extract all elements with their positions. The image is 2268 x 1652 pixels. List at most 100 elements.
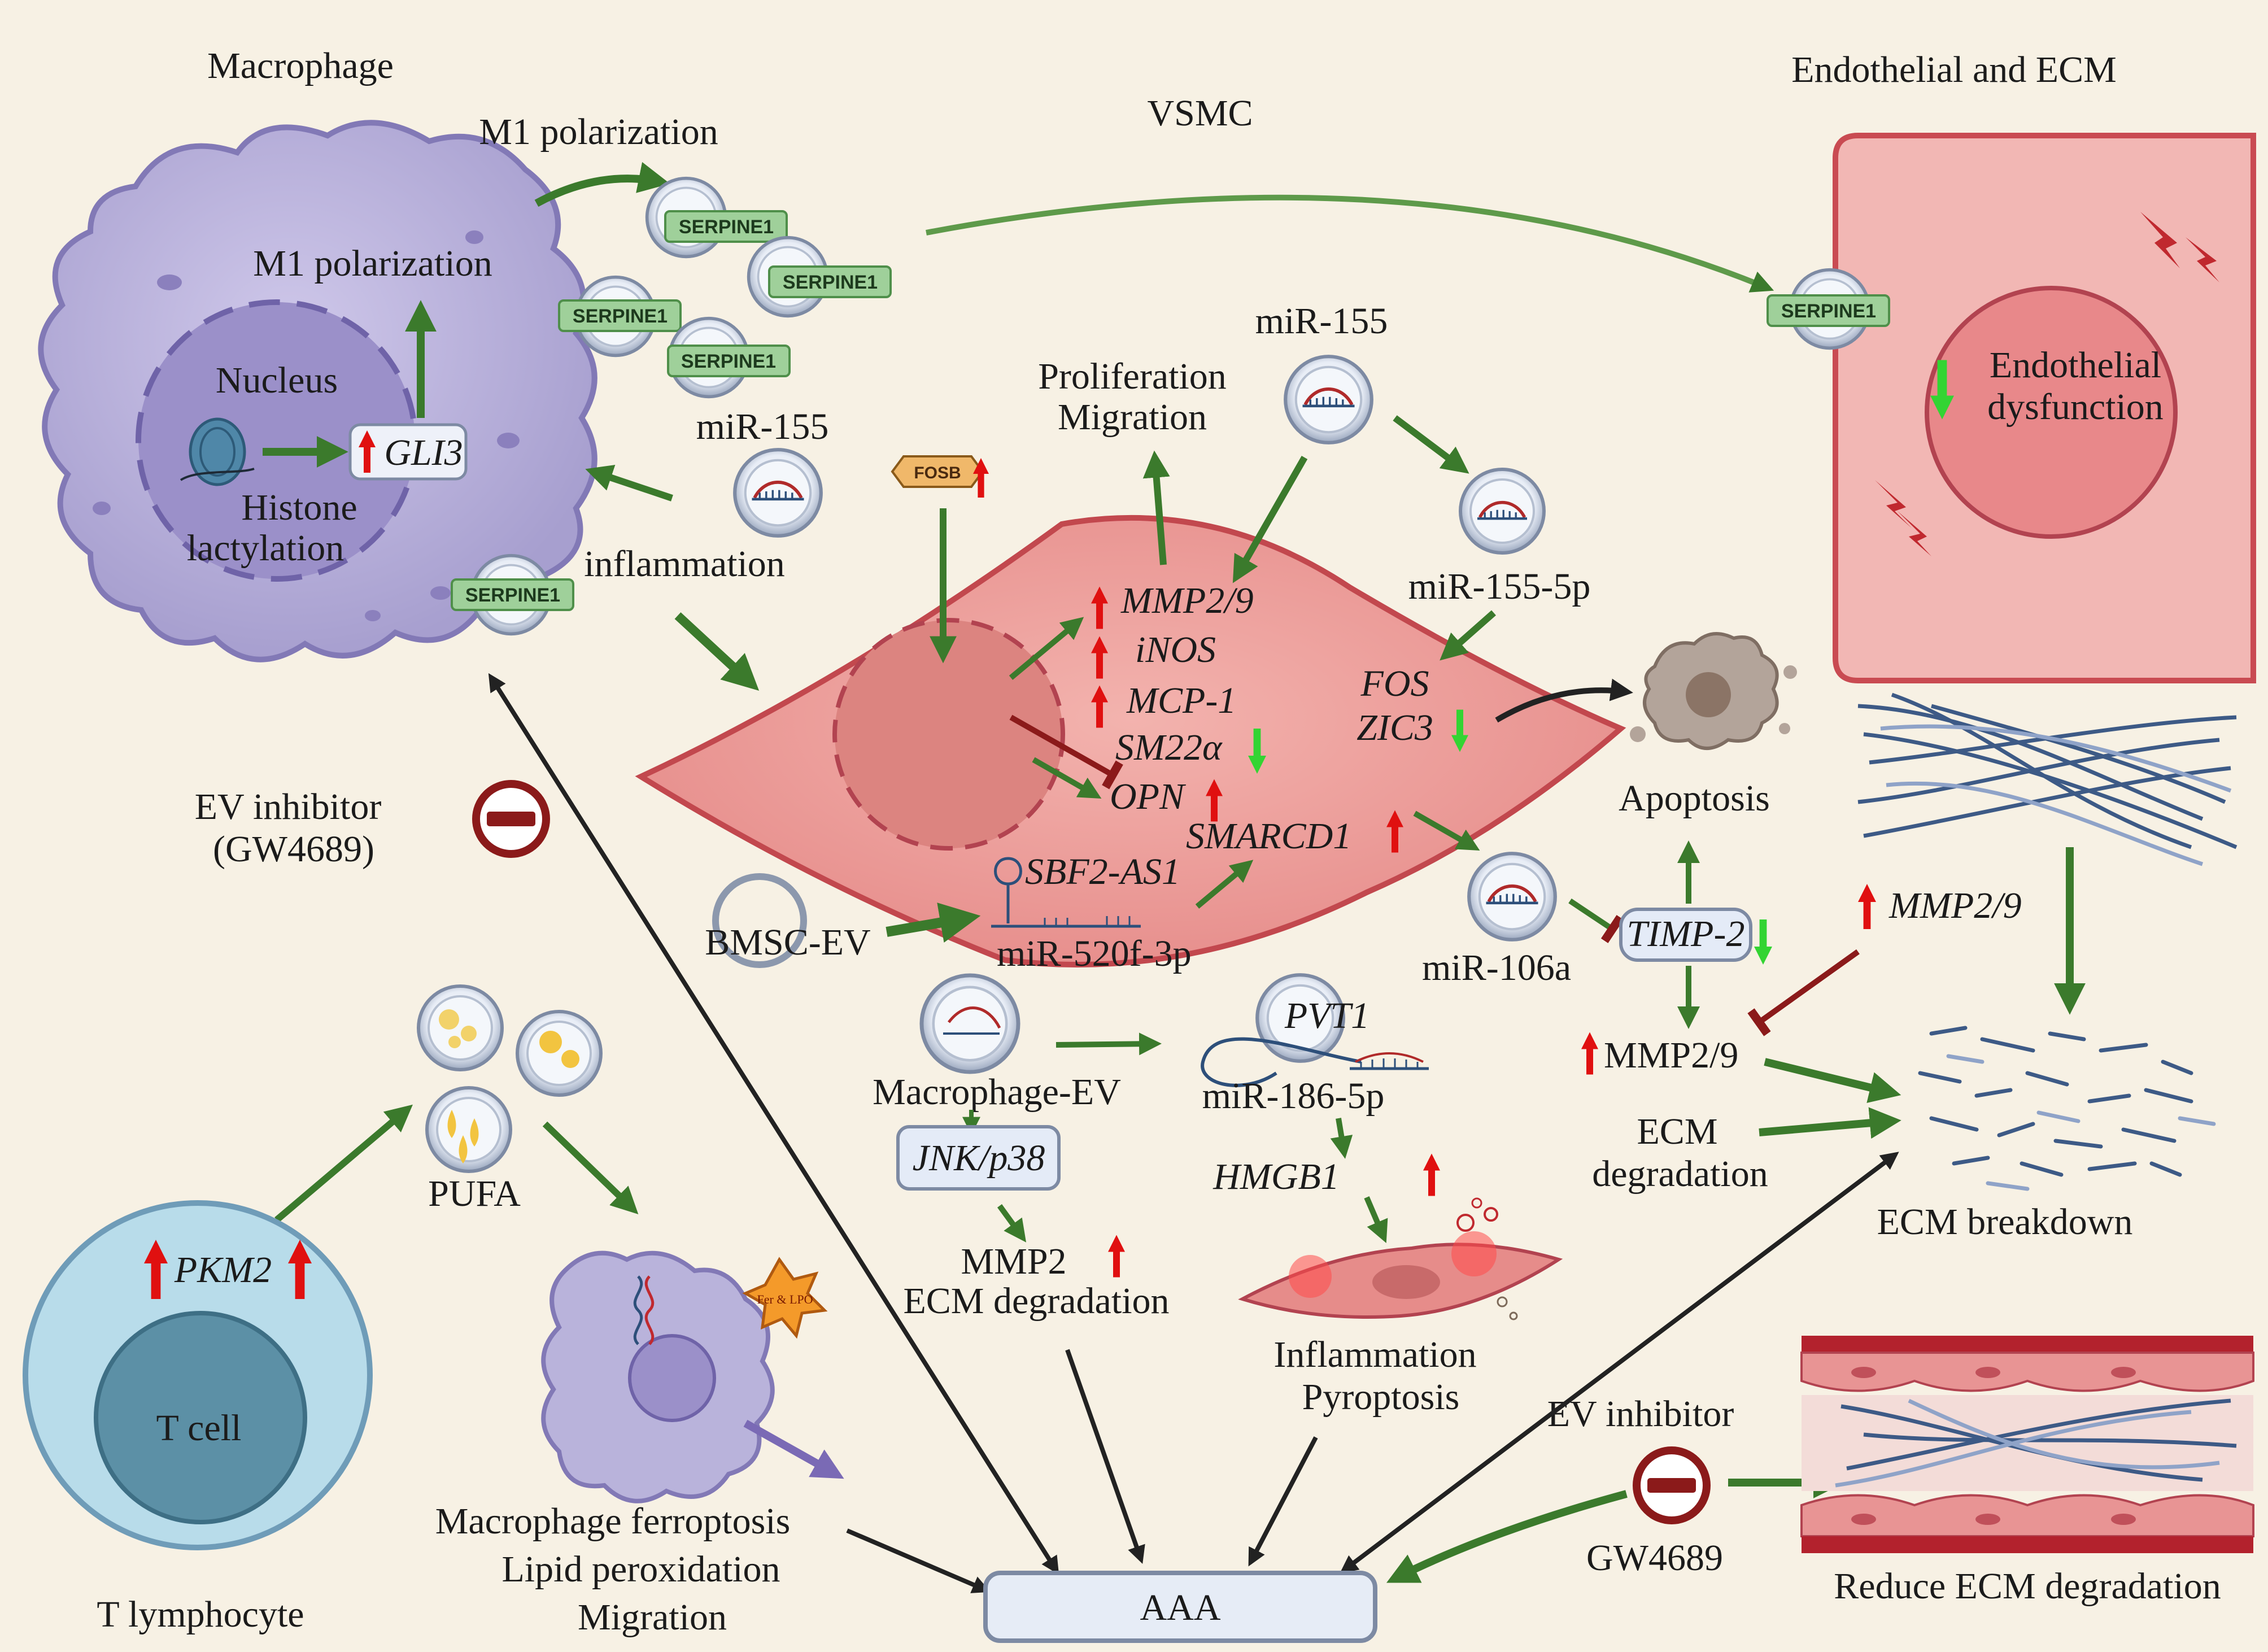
t-cell-label: T cell — [156, 1407, 242, 1449]
jnk-p38-box — [896, 1125, 1061, 1191]
reduce-ecm-label: Reduce ECM degradation — [1834, 1566, 2221, 1607]
fosb-badge: FOSB — [891, 455, 984, 488]
endothelial-label-1: Endothelial — [1990, 345, 2161, 386]
m1-polarization-inner: M1 polarization — [253, 243, 492, 284]
jnk-p38-label: JNK/p38 — [913, 1137, 1045, 1179]
region-title-endothelial-ecm: Endothelial and ECM — [1791, 49, 2117, 90]
mcp1-label: MCP-1 — [1126, 680, 1236, 721]
inflammation-label: inflammation — [584, 543, 785, 585]
region-title-macrophage: Macrophage — [207, 45, 394, 86]
serpine1-vesicle: SERPINE1 — [451, 556, 574, 634]
ecm-breakdown-label: ECM breakdown — [1877, 1201, 2133, 1243]
mmp2-up-arrow — [1108, 1235, 1125, 1278]
m1-polarization-top: M1 polarization — [479, 111, 718, 152]
gli3-box — [348, 423, 468, 481]
fos-label: FOS — [1360, 663, 1429, 704]
nucleus-label: Nucleus — [216, 360, 338, 401]
svg-text:SERPINE1: SERPINE1 — [1781, 300, 1876, 322]
mmp2-label: MMP2 — [961, 1241, 1066, 1282]
gw4689-label: GW4689 — [1586, 1537, 1723, 1579]
region-title-vsmc: VSMC — [1147, 93, 1253, 134]
histone-label-1: Histone — [241, 487, 357, 528]
timp2-box — [1619, 908, 1752, 962]
migration-label: Migration — [1058, 396, 1207, 438]
mir186-rna-icon — [1350, 1052, 1429, 1070]
bmsc-ev-label: BMSC-EV — [705, 922, 870, 963]
mmp29-right-up-arrow — [1858, 884, 1876, 929]
smarcd1-label: SMARCD1 — [1186, 816, 1351, 857]
opn-label: OPN — [1110, 776, 1187, 817]
mmp29-low-label: MMP2/9 — [1604, 1035, 1738, 1076]
t-cell — [23, 1200, 373, 1550]
sm22a-label: SM22α — [1115, 727, 1223, 768]
ecm-degradation-label-2: degradation — [1592, 1153, 1768, 1195]
pkm2-label: PKM2 — [174, 1249, 272, 1291]
mir186-label: miR-186-5p — [1202, 1075, 1385, 1117]
sbf2-as1-label: SBF2-AS1 — [1025, 851, 1180, 892]
mir155-5p-label: miR-155-5p — [1408, 566, 1591, 607]
ferroptosis-label-3: Migration — [578, 1597, 727, 1638]
vessel-wall-icon — [1800, 1336, 2254, 1553]
ev-inhibitor-left-label-2: (GW4689) — [213, 829, 374, 870]
ferroptotic-macrophage-icon: Fer & LPO — [541, 1250, 828, 1503]
aaa-label: AAA — [1140, 1587, 1221, 1628]
ferroptosis-label-2: Lipid peroxidation — [501, 1549, 780, 1590]
mir155-vsmc-vesicle — [1285, 356, 1372, 443]
pyroptotic-cell-icon — [1238, 1197, 1563, 1320]
svg-text:FOSB: FOSB — [914, 464, 961, 482]
serpine1-vesicle: SERPINE1 — [1767, 270, 1890, 348]
apoptosis-label: Apoptosis — [1619, 778, 1770, 819]
zic3-label: ZIC3 — [1357, 707, 1433, 748]
svg-text:SERPINE1: SERPINE1 — [783, 272, 878, 293]
ev-inhibitor-left-label-1: EV inhibitor — [195, 786, 382, 827]
lightning-icon — [2186, 237, 2219, 282]
timp2-label: TIMP-2 — [1627, 913, 1745, 954]
svg-text:SERPINE1: SERPINE1 — [679, 216, 774, 238]
serpine1-vesicle: SERPINE1 — [749, 238, 892, 316]
ecm-fragments-icon — [1918, 1026, 2216, 1191]
mir106a-label: miR-106a — [1422, 947, 1571, 988]
hmgb1-up-arrow — [1423, 1153, 1440, 1196]
timp2-down-arrow — [1754, 919, 1772, 965]
macrophage-ev-ecm-degradation: ECM degradation — [903, 1280, 1169, 1322]
aaa-box — [983, 1571, 1377, 1643]
pvt1-label: PVT1 — [1284, 995, 1369, 1036]
mir520-label: miR-520f-3p — [997, 933, 1192, 974]
mmp29-label: MMP2/9 — [1120, 580, 1254, 621]
ev-inhibitor-right-label: EV inhibitor — [1547, 1393, 1734, 1435]
macrophage-cell: Nucleus Histone lactylation GLI3 M1 pola… — [38, 120, 597, 662]
pufa-vesicles-icon — [418, 986, 601, 1171]
svg-text:SERPINE1: SERPINE1 — [465, 585, 560, 606]
serpine1-vesicle: SERPINE1 — [647, 178, 788, 257]
histone-label-2: lactylation — [187, 528, 344, 569]
lightning-icon — [2140, 212, 2180, 268]
mir155-macrophage-label: miR-155 — [696, 406, 829, 447]
serpine1-to-endothelial-arrow — [926, 194, 1774, 293]
proliferation-label: Proliferation — [1038, 356, 1227, 397]
macrophage-ev-vesicle — [922, 975, 1018, 1072]
mir106a-vesicle — [1469, 853, 1555, 940]
svg-text:SERPINE1: SERPINE1 — [681, 351, 776, 372]
mir155-vesicle — [735, 450, 821, 536]
apoptosis-cell-icon — [1630, 632, 1797, 750]
endothelial-cell: Endothelial dysfunction — [1833, 133, 2256, 683]
region-title-t-lymphocyte: T lymphocyte — [97, 1594, 304, 1635]
macrophage-ev-label: Macrophage-EV — [873, 1071, 1121, 1113]
hmgb1-label: HMGB1 — [1212, 1156, 1340, 1197]
mmp29-right-label: MMP2/9 — [1888, 885, 2022, 926]
mir155-5p-vesicle — [1460, 469, 1544, 553]
inflammation-pyro-label-2: Pyroptosis — [1302, 1376, 1460, 1418]
no-entry-icon — [472, 780, 550, 858]
serpine1-vesicle: SERPINE1 — [558, 277, 682, 356]
inflammation-pyro-label-1: Inflammation — [1273, 1334, 1476, 1375]
gli3-label: GLI3 — [384, 432, 463, 473]
no-entry-icon — [1633, 1446, 1711, 1524]
mmp29-low-up-arrow — [1581, 1032, 1598, 1075]
svg-text:Fer & LPO: Fer & LPO — [757, 1292, 813, 1306]
ecm-degradation-label-1: ECM — [1637, 1111, 1717, 1152]
inos-label: iNOS — [1135, 629, 1216, 670]
svg-text:SERPINE1: SERPINE1 — [573, 306, 668, 327]
ecm-fibers-icon — [1857, 692, 2238, 866]
ferroptosis-label-1: Macrophage ferroptosis — [435, 1501, 791, 1542]
